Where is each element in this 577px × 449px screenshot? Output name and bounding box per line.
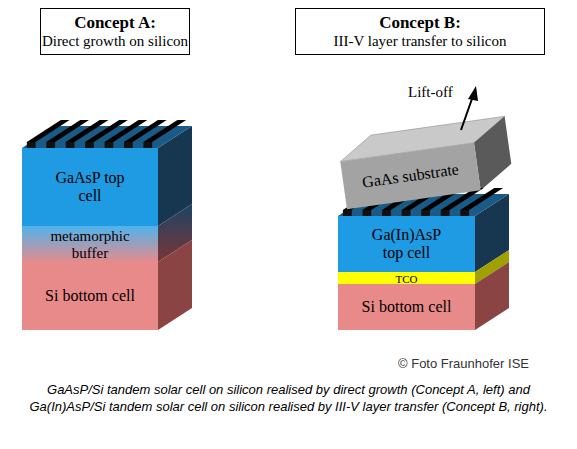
layer-label: GaAs substrate	[361, 161, 460, 192]
layer-band: Si bottom cell	[338, 284, 475, 330]
contact-finger	[85, 120, 128, 142]
layer-band: metamorphic buffer	[22, 226, 158, 263]
layer-band: GaAs substrate	[340, 143, 480, 209]
cell-side	[338, 194, 509, 330]
layer-band: Si bottom cell	[22, 262, 158, 330]
contact-finger	[66, 120, 109, 142]
concept-subtitle: III-V layer transfer to silicon	[334, 33, 507, 50]
contact-finger	[105, 120, 148, 142]
concept-subtitle: Direct growth on silicon	[42, 33, 188, 50]
layer-label: GaAsP top cell	[49, 169, 131, 204]
concept-heading: Concept A:	[74, 14, 156, 33]
layer-label: Si bottom cell	[362, 298, 452, 316]
contact-finger	[124, 120, 167, 142]
layer-label: Si bottom cell	[45, 287, 135, 305]
concept-heading: Concept B:	[379, 14, 461, 33]
concept-box: Concept B:III-V layer transfer to silico…	[295, 8, 545, 55]
caption: GaAsP/Si tandem solar cell on silicon re…	[22, 382, 555, 416]
contact-finger	[27, 120, 70, 142]
copyright-note: © Foto Fraunhofer ISE	[398, 356, 529, 371]
cell-side	[22, 126, 192, 330]
layer-band: GaAsP top cell	[22, 148, 158, 226]
lift-off-label: Lift-off	[408, 84, 453, 101]
contact-finger	[46, 120, 89, 142]
layer-label: metamorphic buffer	[40, 228, 140, 261]
substrate-faces	[337, 116, 514, 209]
layer-label: Ga(In)AsP top cell	[366, 226, 448, 261]
concept-box: Concept A:Direct growth on silicon	[40, 8, 190, 55]
contact-finger	[143, 120, 186, 142]
lift-off-arrow	[461, 86, 478, 130]
layer-band: Ga(In)AsP top cell	[338, 216, 475, 272]
